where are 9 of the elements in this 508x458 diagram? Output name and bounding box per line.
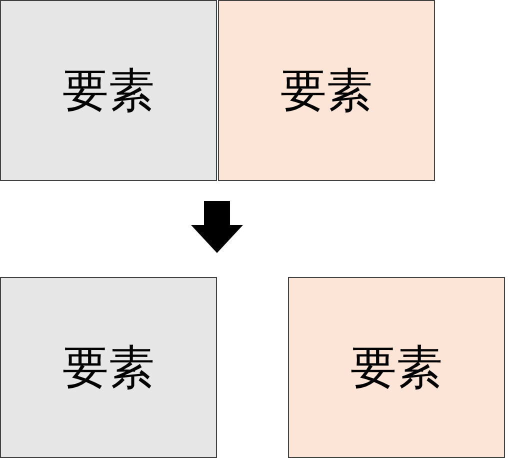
element-box bbox=[0, 277, 217, 458]
element-box bbox=[288, 277, 505, 458]
element-box bbox=[0, 0, 217, 181]
box-label: 要素 bbox=[280, 62, 372, 118]
block-arrow bbox=[191, 201, 243, 253]
box-label: 要素 bbox=[350, 338, 442, 396]
element-box bbox=[218, 0, 435, 181]
box-label: 要素 bbox=[62, 62, 154, 118]
box-label: 要素 bbox=[62, 338, 154, 396]
